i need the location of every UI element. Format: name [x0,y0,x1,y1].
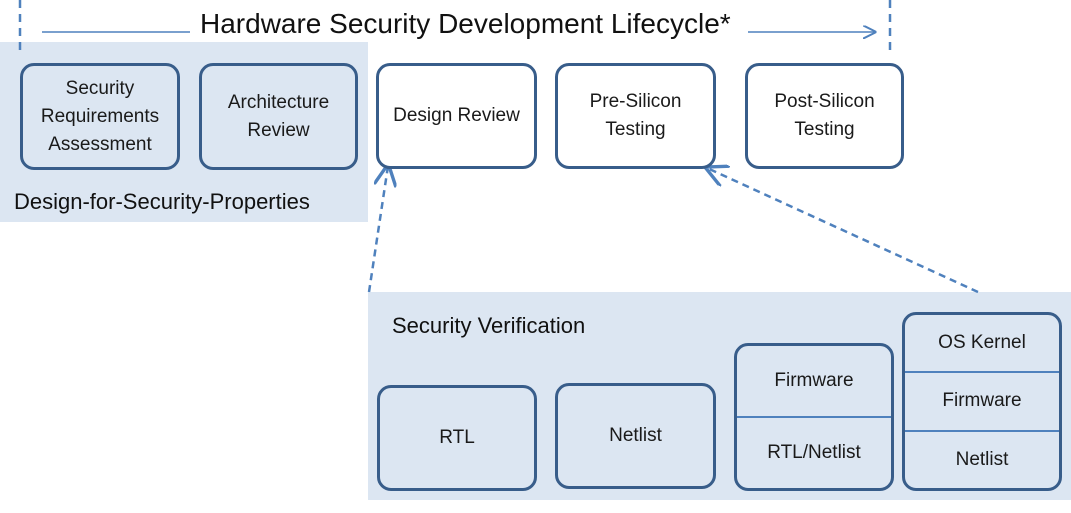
verification-layer: Netlist [905,429,1059,488]
verification-block-rtl: RTL [377,385,537,491]
phase-pre-silicon-testing: Pre-Silicon Testing [555,63,716,169]
verification-layer: RTL/Netlist [737,416,891,488]
phase-architecture-review: Architecture Review [199,63,358,170]
verification-layer: Firmware [905,371,1059,429]
phase-label: Architecture Review [227,91,330,141]
phase-design-review: Design Review [376,63,537,169]
arrow-to-design-review [367,166,388,293]
verification-block-os-firmware-netlist: OS Kernel Firmware Netlist [902,312,1062,491]
security-verification-label: Security Verification [392,313,586,338]
phase-label: Security Requirements Assessment [40,77,160,155]
arrow-to-pre-silicon [707,168,979,294]
verification-layer: RTL [439,427,475,448]
verification-layer: Firmware [774,370,854,391]
phase-label: Post-Silicon Testing [774,91,875,140]
phase-label: Pre-Silicon Testing [589,91,682,140]
phase-post-silicon-testing: Post-Silicon Testing [745,63,904,169]
phase-security-requirements-assessment: Security Requirements Assessment [20,63,180,170]
verification-block-netlist: Netlist [555,383,716,489]
design-for-security-label: Design-for-Security-Properties [14,189,310,214]
phase-label: Design Review [393,105,520,126]
verification-block-firmware-rtl-netlist: Firmware RTL/Netlist [734,343,894,491]
verification-layer: Netlist [609,425,662,446]
verification-layer: OS Kernel [938,332,1026,354]
diagram-title: Hardware Security Development Lifecycle* [200,8,731,39]
